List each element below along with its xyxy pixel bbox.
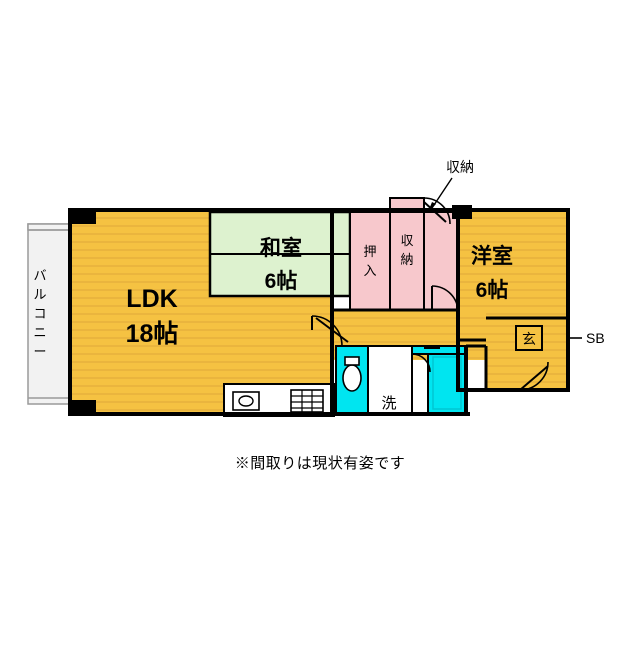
closet-callout-leader [428, 177, 453, 212]
svg-text:入: 入 [363, 263, 376, 278]
japanese-room-label: 和室 [260, 236, 302, 260]
svg-text:押: 押 [363, 244, 376, 259]
svg-text:コ: コ [33, 306, 46, 321]
svg-text:納: 納 [400, 252, 413, 267]
washroom-label: 洗 [381, 395, 396, 412]
svg-text:収: 収 [400, 233, 413, 248]
shoe-box-label: SB [586, 330, 605, 346]
entrance-hall-area [486, 318, 568, 390]
svg-text:ー: ー [33, 344, 46, 359]
doors [311, 197, 549, 391]
kitchen-counter [223, 383, 335, 417]
svg-text:ニ: ニ [33, 325, 46, 340]
water-area [335, 345, 467, 415]
oshiire-label: 押 入 [363, 244, 376, 278]
western-room-label: 洋室 [471, 244, 513, 268]
floor-plan-note: ※間取りは現状有姿です [234, 455, 406, 472]
svg-text:ル: ル [33, 287, 46, 302]
svg-text:バ: バ [33, 268, 46, 283]
closet-callout-label: 収納 [446, 159, 474, 175]
oshiire-area [349, 211, 391, 311]
ldk-size-label: 18帖 [126, 320, 179, 348]
japanese-room-area [208, 210, 352, 298]
western-room-size-label: 6帖 [476, 279, 509, 302]
japanese-room-size-label: 6帖 [265, 270, 298, 293]
ldk-label: LDK [126, 285, 177, 313]
entrance-label: 玄 [522, 331, 536, 347]
closet-upper-label: 収 納 [400, 233, 413, 267]
